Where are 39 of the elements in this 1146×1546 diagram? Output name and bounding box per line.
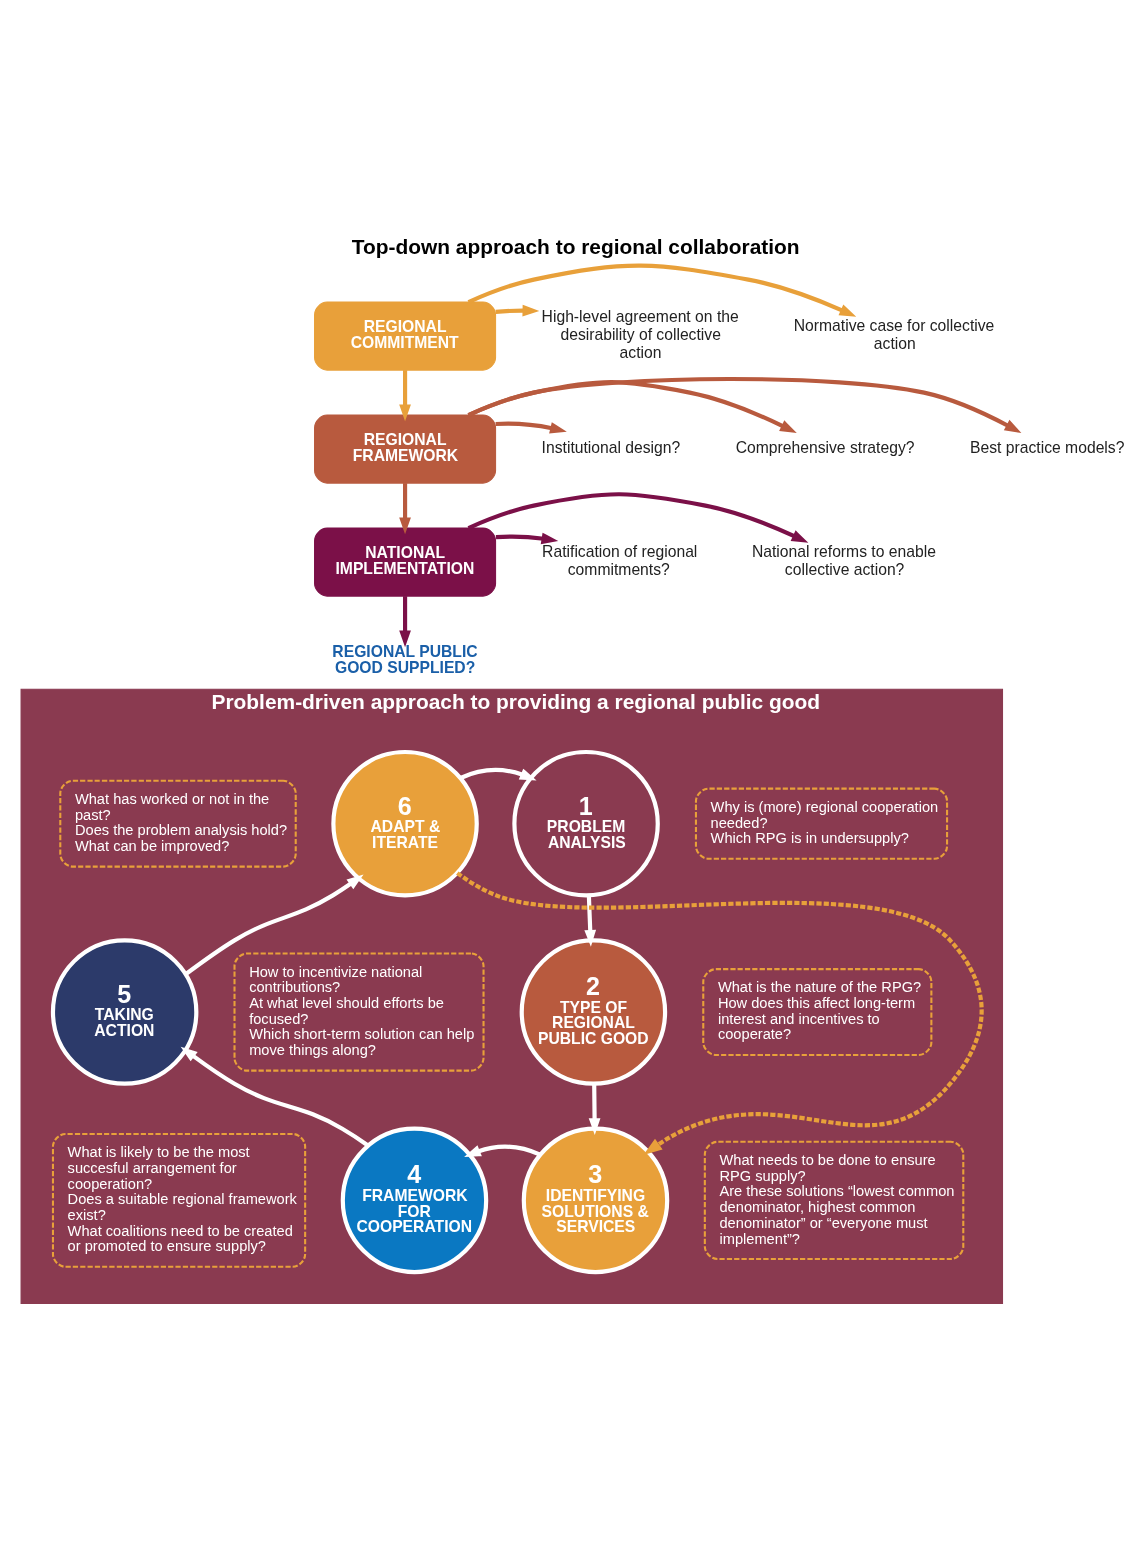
node-box: What needs to be done to ensure RPG supply? Are these solutions “lowest common denominator, highest common denominator” or “everyone must implement”? xyxy=(703,1140,965,1260)
arrow xyxy=(399,596,411,648)
node-text: Ratification of regional commitments? xyxy=(542,542,698,578)
node-text: Institutional design? xyxy=(541,438,681,456)
node-box: What has worked or not in the past? Does the problem analysis hold? What can be improved? xyxy=(59,779,297,868)
node-box: Why is (more) regional cooperation needed? Which RPG is in undersupply? xyxy=(694,787,949,860)
arrow xyxy=(467,492,809,543)
node-text: National reforms to enable collective action? xyxy=(751,542,936,578)
arrow xyxy=(464,1144,541,1158)
arrow xyxy=(399,483,411,535)
arrow xyxy=(456,871,984,1155)
node-circle: 3 IDENTIFYING SOLUTIONS & SERVICES xyxy=(521,1126,670,1275)
arrow xyxy=(459,767,537,781)
arrow xyxy=(180,1046,370,1148)
node-text: High-level agreement on the desirability of collective action xyxy=(541,307,739,361)
node-circle: 6 ADAPT & ITERATE xyxy=(331,749,479,898)
node-text: REGIONAL PUBLIC GOOD SUPPLIED? xyxy=(332,642,478,676)
node-text: Normative case for collective action xyxy=(793,316,995,352)
node-box: NATIONAL IMPLEMENTATION xyxy=(314,527,497,597)
node-box: What is likely to be the most succesful arrangement for cooperation? Does a suitable regional framework exist? What coalitions need to be created or promoted to ensure supply? xyxy=(51,1132,307,1268)
node-circle: 2 TYPE OF REGIONAL PUBLIC GOOD xyxy=(519,938,668,1086)
arrow xyxy=(495,421,567,434)
node-text: Best practice models? xyxy=(970,438,1125,456)
node-box: How to incentivize national contributions? At what level should efforts be focused? Which short-term solution can help move things along? xyxy=(233,952,485,1072)
node-box: REGIONAL COMMITMENT xyxy=(314,301,497,371)
arrow xyxy=(399,370,411,422)
arrow xyxy=(588,1083,601,1136)
arrow xyxy=(467,263,857,317)
arrow xyxy=(184,874,364,976)
node-box: REGIONAL FRAMEWORK xyxy=(314,414,497,484)
arrow xyxy=(467,376,1022,434)
node-box: What is the nature of the RPG? How does this affect long-term interest and incentives to cooperate? xyxy=(702,968,933,1056)
node-text: Comprehensive strategy? xyxy=(735,438,915,456)
arrow xyxy=(495,304,540,317)
node-circle: 1 PROBLEM ANALYSIS xyxy=(512,749,660,898)
arrow xyxy=(495,532,559,545)
arrow xyxy=(584,895,597,947)
diagram-title: Top-down approach to regional collaboration xyxy=(351,235,800,259)
node-circle: 4 FRAMEWORK FOR COOPERATION xyxy=(340,1126,489,1275)
